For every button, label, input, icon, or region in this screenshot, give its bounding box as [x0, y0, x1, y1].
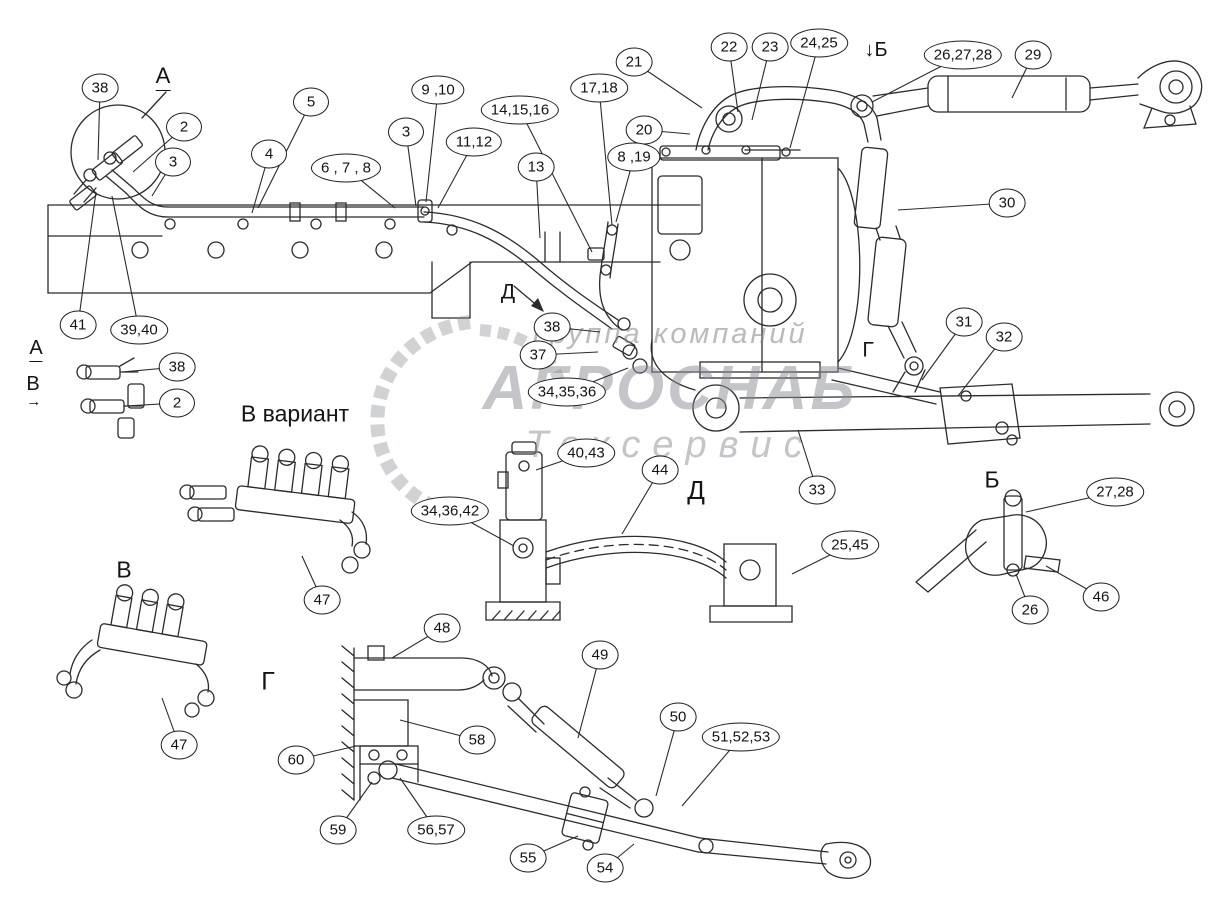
callout-2: 2 [159, 388, 195, 418]
callout-13: 13 [517, 152, 555, 182]
callout-51-52-53: 51,52,53 [701, 722, 781, 752]
view-label-В: В→ [26, 373, 42, 410]
callout-2: 2 [166, 112, 202, 142]
callout-17-18: 17,18 [570, 73, 628, 103]
callout-46: 46 [1082, 582, 1120, 612]
callout-59: 59 [319, 815, 357, 845]
callout-38: 38 [81, 73, 119, 103]
callout-24-25: 24,25 [790, 28, 848, 58]
callout-3: 3 [388, 117, 424, 147]
view-label-Б: ↓Б [864, 39, 888, 61]
callout-33: 33 [798, 475, 836, 505]
callout-38: 38 [533, 312, 571, 342]
callout-22: 22 [710, 32, 748, 62]
callout-44: 44 [641, 455, 679, 485]
callout-29: 29 [1014, 40, 1052, 70]
view-label-А: А [155, 65, 171, 91]
callout-20: 20 [625, 115, 663, 145]
callout-5: 5 [293, 87, 329, 117]
callout-34-36-42: 34,36,42 [410, 496, 490, 526]
callout-6-7-8: 6 , 7 , 8 [310, 153, 382, 183]
callout-47: 47 [303, 585, 341, 615]
callout-60: 60 [277, 745, 315, 775]
callout-26: 26 [1011, 595, 1049, 625]
callout-21: 21 [615, 47, 653, 77]
callout-50: 50 [659, 702, 697, 732]
callout-38: 38 [158, 352, 196, 382]
callout-23: 23 [751, 32, 789, 62]
callout-4: 4 [251, 139, 287, 169]
view-label-Г: Г [261, 667, 275, 696]
view-label-В: В [116, 556, 132, 583]
callout-47: 47 [160, 730, 198, 760]
callout-27-28: 27,28 [1086, 477, 1144, 507]
callout-8-19: 8 ,19 [607, 142, 661, 172]
callout-56-57: 56,57 [407, 815, 465, 845]
callout-55: 55 [509, 843, 547, 873]
callout-25-45: 25,45 [821, 530, 879, 560]
callout-49: 49 [581, 640, 619, 670]
callout-30: 30 [988, 188, 1026, 218]
callout-40-43: 40,43 [557, 438, 615, 468]
callout-34-35-36: 34,35,36 [527, 377, 607, 407]
callout-32: 32 [985, 322, 1023, 352]
view-label-А: А [29, 338, 43, 362]
callout-37: 37 [519, 340, 557, 370]
view-direction-arrow: → [26, 393, 42, 410]
callout-9-10: 9 ,10 [411, 75, 465, 105]
callout-39-40: 39,40 [110, 315, 168, 345]
callout-54: 54 [586, 853, 624, 883]
view-label-Д: Д [500, 280, 516, 304]
callout-41: 41 [59, 310, 97, 340]
view-label-Б: Б [984, 466, 1000, 493]
callout-58: 58 [458, 725, 496, 755]
view-label-В-вариант: В вариант [240, 400, 350, 427]
callout-48: 48 [423, 613, 461, 643]
callout-14-15-16: 14,15,16 [480, 95, 560, 125]
view-label-Г: Г [862, 338, 874, 362]
view-label-Д: Д [687, 475, 705, 505]
callout-26-27-28: 26,27,28 [923, 40, 1003, 70]
callout-3: 3 [155, 147, 191, 177]
callout-31: 31 [945, 307, 983, 337]
callout-11-12: 11,12 [445, 127, 503, 157]
